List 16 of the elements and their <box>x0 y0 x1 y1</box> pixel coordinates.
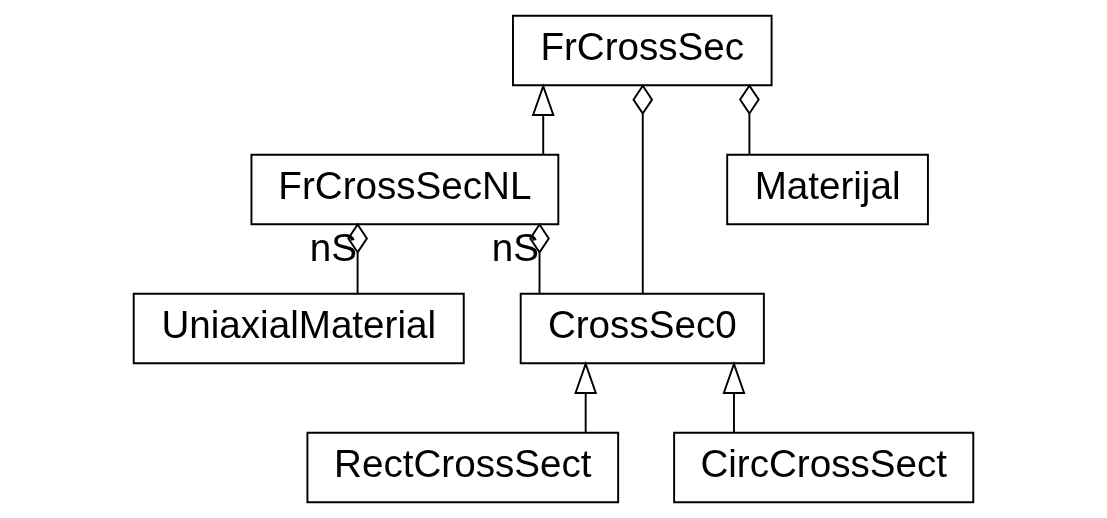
node-box: FrCrossSec <box>512 14 773 87</box>
node-box: UniaxialMaterial <box>132 292 465 365</box>
arrow <box>574 361 598 434</box>
node-box: CircCrossSect <box>673 431 975 504</box>
edge-label: nS <box>491 226 539 270</box>
edge-label: nS <box>309 226 358 270</box>
node-box: RectCrossSect <box>306 431 620 504</box>
connector <box>632 84 654 295</box>
connector <box>738 83 760 155</box>
node-box: Materijal <box>726 153 929 226</box>
connector <box>529 222 550 294</box>
connector <box>347 222 369 294</box>
arrow <box>531 83 555 156</box>
arrow <box>722 361 746 434</box>
node-box: FrCrossSecNL <box>250 153 560 226</box>
node-box: CrossSec0 <box>519 292 765 365</box>
